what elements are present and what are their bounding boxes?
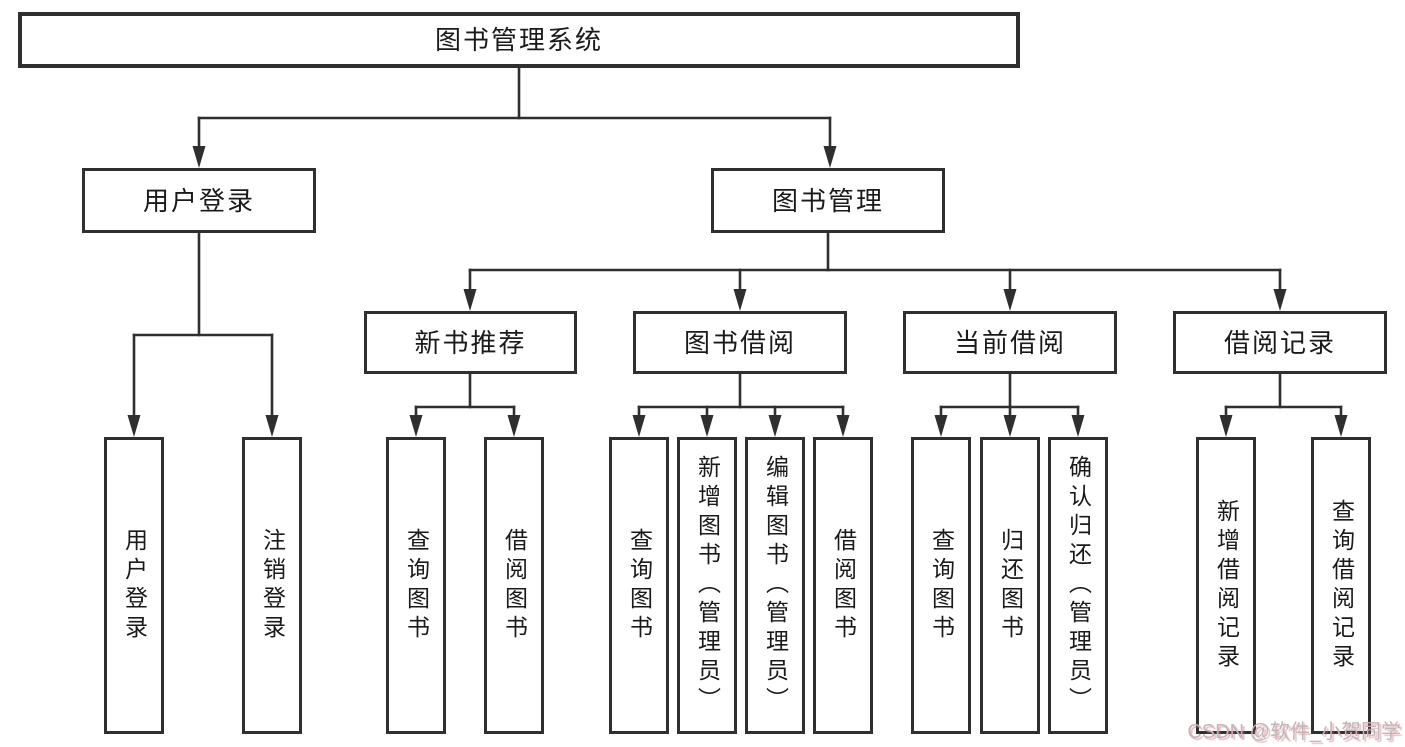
- node-user-login-label: 用户登录: [142, 185, 255, 216]
- csdn-watermark: CSDN @软件_小贺同学: [1187, 721, 1401, 743]
- node-user-login: 用户登录: [82, 168, 316, 233]
- leaf-borrow-books-borrowing-label: 借阅图书: [830, 527, 857, 644]
- node-root-library-system: 图书管理系统: [18, 12, 1020, 68]
- leaf-query-books-borrowing-label: 查询图书: [626, 527, 653, 644]
- node-book-borrowing: 图书借阅: [633, 311, 847, 374]
- leaf-user-login-label: 用户登录: [121, 527, 148, 644]
- node-book-borrowing-label: 图书借阅: [683, 327, 796, 358]
- node-new-book-recommendation-label: 新书推荐: [414, 327, 527, 358]
- node-book-management: 图书管理: [711, 168, 945, 233]
- leaf-add-book-admin: 新增图书（管理员）: [677, 437, 737, 734]
- leaf-edit-book-admin: 编辑图书（管理员）: [745, 437, 805, 734]
- leaf-return-books: 归还图书: [980, 437, 1040, 734]
- leaf-add-book-admin-label: 新增图书（管理员）: [694, 455, 721, 716]
- node-new-book-recommendation: 新书推荐: [364, 311, 577, 374]
- leaf-borrow-books-borrowing: 借阅图书: [813, 437, 873, 734]
- leaf-query-borrow-record: 查询借阅记录: [1311, 437, 1371, 734]
- leaf-query-books-borrowing: 查询图书: [609, 437, 669, 734]
- leaf-edit-book-admin-label: 编辑图书（管理员）: [762, 455, 789, 716]
- leaf-logout: 注销登录: [242, 437, 302, 734]
- leaf-return-books-label: 归还图书: [997, 527, 1024, 644]
- node-borrowing-records: 借阅记录: [1173, 311, 1387, 374]
- leaf-logout-label: 注销登录: [259, 527, 286, 644]
- leaf-confirm-return-admin: 确认归还（管理员）: [1048, 437, 1108, 734]
- leaf-query-books-recommend: 查询图书: [386, 437, 446, 734]
- leaf-user-login: 用户登录: [104, 437, 164, 734]
- node-current-borrowing: 当前借阅: [903, 311, 1117, 374]
- leaf-add-borrow-record-label: 新增借阅记录: [1213, 498, 1240, 673]
- leaf-query-books-current: 查询图书: [911, 437, 971, 734]
- arrowheads: [127, 146, 1348, 437]
- node-book-management-label: 图书管理: [771, 185, 884, 216]
- leaf-query-borrow-record-label: 查询借阅记录: [1328, 498, 1355, 673]
- leaf-confirm-return-admin-label: 确认归还（管理员）: [1065, 455, 1092, 716]
- leaf-query-books-recommend-label: 查询图书: [403, 527, 430, 644]
- node-root-label: 图书管理系统: [434, 25, 603, 55]
- leaf-add-borrow-record: 新增借阅记录: [1196, 437, 1256, 734]
- leaf-borrow-books-recommend: 借阅图书: [484, 437, 544, 734]
- leaf-borrow-books-recommend-label: 借阅图书: [501, 527, 528, 644]
- node-current-borrowing-label: 当前借阅: [953, 327, 1066, 358]
- leaf-query-books-current-label: 查询图书: [928, 527, 955, 644]
- node-borrowing-records-label: 借阅记录: [1223, 327, 1336, 358]
